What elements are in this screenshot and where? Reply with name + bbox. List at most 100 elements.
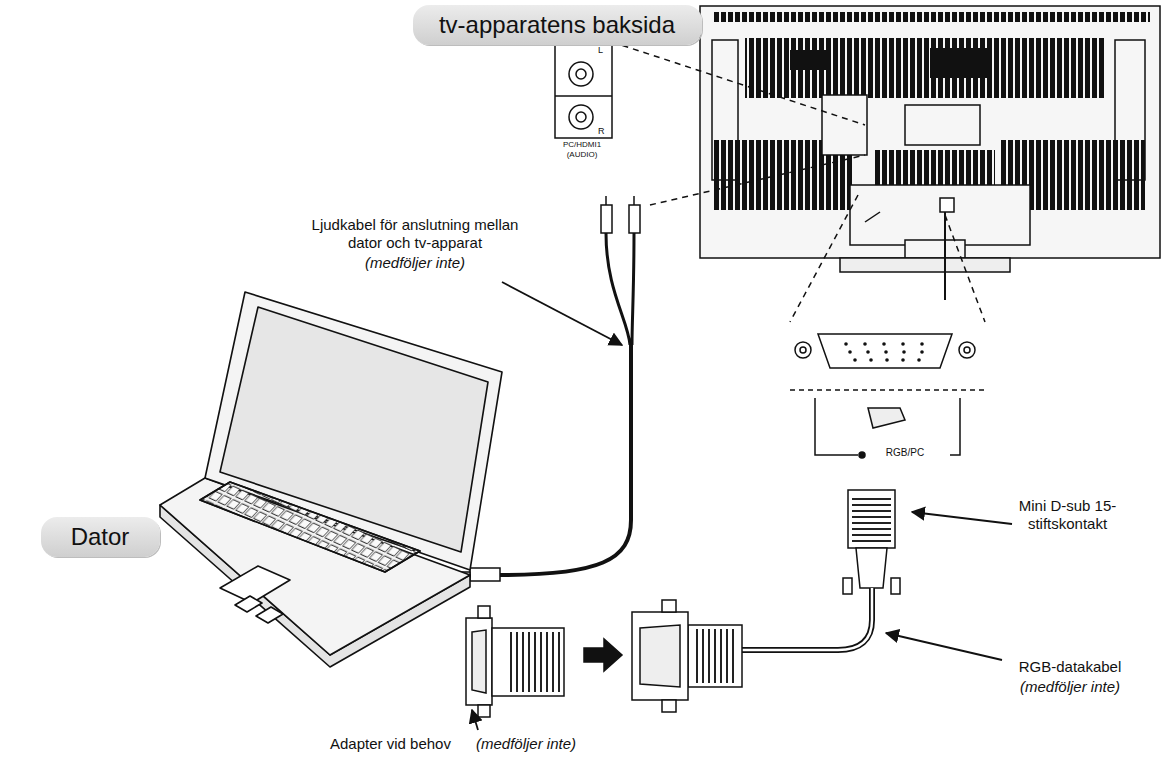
- laptop-part: [200, 482, 420, 572]
- tv-rear-part: [905, 240, 965, 258]
- zoom-lines-part: [945, 215, 985, 322]
- vga-cable-part: [662, 600, 676, 612]
- audio-jack-panel-part: [555, 95, 612, 97]
- tv-rear-part: [790, 50, 830, 70]
- vga-port-part-part: [853, 358, 857, 362]
- callout-text: Mini D-sub 15-stiftskontakt: [1000, 497, 1135, 533]
- vga-port-part-part: [917, 358, 921, 362]
- callout-note: (medföljer inte): [990, 678, 1150, 696]
- audio-jack-panel-part: [576, 112, 586, 122]
- vga-cable-part: [662, 700, 676, 712]
- audio-jack-panel-part: [569, 62, 593, 86]
- leader-arrows-part: [886, 633, 1002, 660]
- tv-rear-part: [905, 105, 980, 145]
- heading-band: tv-apparatens baksida: [413, 5, 702, 45]
- vga-port-part: [959, 342, 975, 358]
- port-name: PC/HDMI1 (AUDIO): [558, 140, 606, 159]
- audio-jack-panel: [555, 40, 612, 138]
- tv-rear: [700, 6, 1160, 300]
- vga-port-part-part: [863, 342, 867, 346]
- vga-port-part-part: [902, 350, 906, 354]
- adapter-part: [510, 632, 560, 692]
- laptop-part: [220, 566, 290, 603]
- adapter-part: [478, 606, 490, 618]
- zoom-lines-part: [650, 155, 865, 205]
- leader-arrows-part: [912, 512, 1012, 524]
- adapter-part: [472, 630, 486, 693]
- callout-text: Ljudkabel för anslutning mellan dator oc…: [310, 216, 520, 252]
- vga-port-part-part: [848, 350, 852, 354]
- leader-arrows-part: [472, 710, 478, 730]
- tv-rear-part: [930, 48, 990, 78]
- audio-cable-part: [601, 205, 612, 233]
- band-text: tv-apparatens baksida: [439, 11, 675, 39]
- callout-text: RGB-datakabel: [990, 658, 1150, 676]
- vga-port-part: [859, 452, 865, 458]
- vga-cable-part: [856, 548, 887, 588]
- zoom-lines: [612, 42, 985, 322]
- vga-port: [790, 334, 985, 458]
- vga-port-part-part: [882, 342, 886, 346]
- vga-cable-part: [742, 588, 872, 650]
- vga-port-part-part: [885, 358, 889, 362]
- zoom-lines-part: [790, 195, 858, 322]
- vga-port-part: [964, 347, 970, 353]
- vga-cable-part: [632, 612, 688, 700]
- tv-rear-part: [944, 212, 946, 300]
- vga-port-part: [790, 389, 985, 391]
- audio-cable-part: [605, 196, 607, 205]
- vga-cable: [632, 490, 900, 712]
- adapter-part: [492, 628, 564, 696]
- vga-cable-part: [688, 625, 742, 687]
- leader-arrows-part: [502, 282, 622, 345]
- vga-port-part-part: [844, 342, 848, 346]
- vga-port-part-part: [901, 342, 905, 346]
- vga-cable-part: [852, 495, 891, 543]
- adapter-part: [466, 618, 492, 705]
- audio-jack-panel-part: [569, 105, 593, 129]
- band-text: Dator: [71, 523, 130, 551]
- vga-cable-part: [891, 578, 900, 594]
- heading-band: Dator: [41, 517, 160, 557]
- tv-rear-part: [840, 258, 1010, 272]
- vga-port-part: [844, 342, 924, 362]
- tv-rear-part: [865, 212, 880, 222]
- audio-cable-part: [470, 568, 500, 581]
- vga-port-part-part: [866, 350, 870, 354]
- vga-port-part: [815, 398, 960, 455]
- callout-note: (medföljer inte): [310, 254, 520, 272]
- vga-port-part: [800, 347, 806, 353]
- laptop-part: [200, 482, 420, 572]
- audio-cable-part: [500, 345, 631, 575]
- vga-port-part-part: [920, 350, 924, 354]
- tv-rear-part: [745, 38, 1105, 98]
- vga-port-part-part: [920, 342, 924, 346]
- vga-cable-part: [692, 629, 738, 683]
- vga-port-part: [818, 334, 952, 368]
- vga-cable-part: [640, 625, 680, 687]
- tv-rear-part: [712, 12, 1150, 22]
- vga-cable-part: [848, 490, 895, 548]
- vga-cable-part: [742, 588, 872, 650]
- adapter: [466, 606, 622, 717]
- audio-jack-panel-part: [576, 69, 586, 79]
- vga-port-part: [868, 408, 905, 428]
- leader-arrows: [472, 282, 1012, 730]
- channel-letter: L: [598, 45, 612, 56]
- callout-text: Adapter vid behov: [330, 735, 480, 753]
- vga-port-part-part: [884, 350, 888, 354]
- channel-letter: R: [598, 126, 612, 137]
- vga-cable-part: [843, 578, 852, 594]
- tv-rear-part: [850, 185, 1030, 245]
- callout-note: (medföljer inte): [476, 735, 636, 753]
- tv-rear-part: [822, 95, 867, 155]
- laptop-part: [235, 596, 283, 623]
- tv-rear-part: [940, 198, 954, 212]
- laptop: [160, 292, 502, 667]
- vga-port-part-part: [901, 358, 905, 362]
- zoom-lines-part: [612, 42, 865, 125]
- audio-cable-part: [633, 196, 635, 205]
- audio-cable-part: [606, 233, 634, 345]
